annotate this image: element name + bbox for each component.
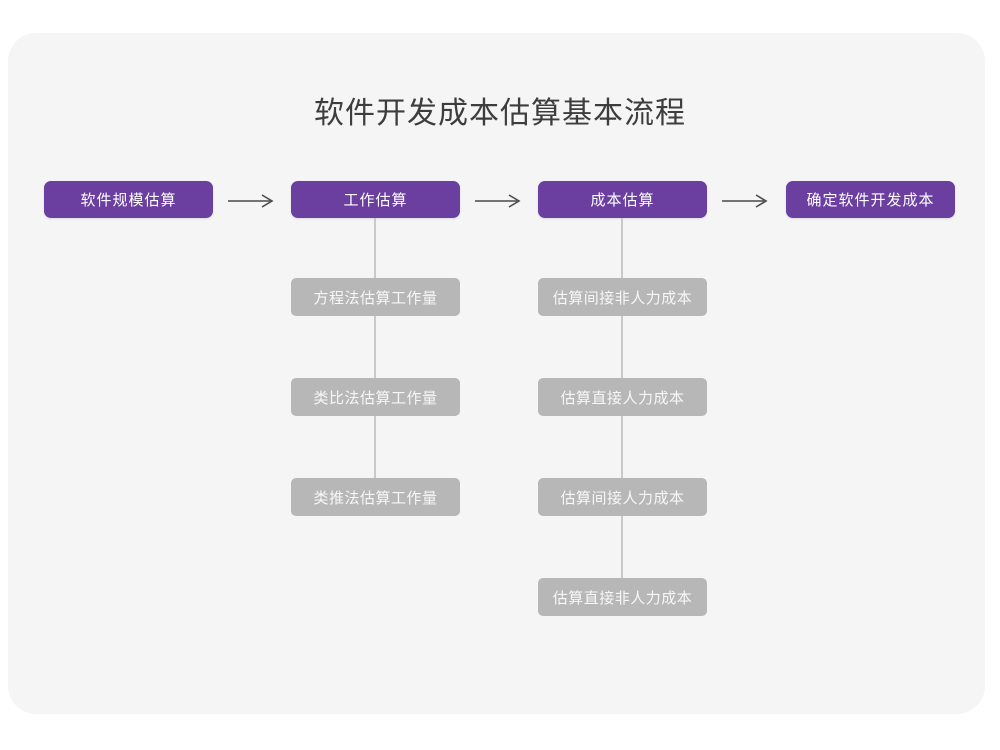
connector-branch2-seg1 (621, 218, 623, 278)
branch2-node-4-label: 估算直接非人力成本 (552, 589, 693, 607)
diagram-card (8, 33, 985, 714)
flow-node-step4-label: 确定软件开发成本 (806, 192, 935, 209)
branch1-node-3[interactable]: 类推法估算工作量 (291, 478, 460, 516)
arrow-right-icon-2 (473, 186, 525, 216)
branch2-node-2-label: 估算直接人力成本 (560, 389, 685, 407)
connector-branch1-seg1 (374, 218, 376, 278)
branch2-node-1-label: 估算间接非人力成本 (552, 289, 693, 307)
branch2-node-2[interactable]: 估算直接人力成本 (538, 378, 707, 416)
connector-branch2-seg2 (621, 316, 623, 378)
arrow-right-icon-3 (720, 186, 772, 216)
connector-branch2-seg3 (621, 416, 623, 478)
connector-branch1-seg3 (374, 416, 376, 478)
flow-node-step1-label: 软件规模估算 (80, 192, 177, 209)
branch2-node-3-label: 估算间接人力成本 (560, 489, 685, 507)
flow-node-step3[interactable]: 成本估算 (538, 181, 707, 218)
branch2-node-3[interactable]: 估算间接人力成本 (538, 478, 707, 516)
branch2-node-4[interactable]: 估算直接非人力成本 (538, 578, 707, 616)
flow-node-step2[interactable]: 工作估算 (291, 181, 460, 218)
branch2-node-1[interactable]: 估算间接非人力成本 (538, 278, 707, 316)
flow-node-step2-label: 工作估算 (343, 192, 408, 209)
arrow-right-icon-1 (226, 186, 278, 216)
page-title: 软件开发成本估算基本流程 (314, 97, 686, 130)
flow-node-step4[interactable]: 确定软件开发成本 (786, 181, 955, 218)
branch1-node-3-label: 类推法估算工作量 (313, 489, 438, 507)
branch1-node-2-label: 类比法估算工作量 (313, 389, 438, 407)
branch1-node-1[interactable]: 方程法估算工作量 (291, 278, 460, 316)
branch1-node-1-label: 方程法估算工作量 (313, 289, 438, 307)
flow-node-step1[interactable]: 软件规模估算 (44, 181, 213, 218)
connector-branch1-seg2 (374, 316, 376, 378)
connector-branch2-seg4 (621, 516, 623, 578)
flow-node-step3-label: 成本估算 (590, 192, 655, 209)
branch1-node-2[interactable]: 类比法估算工作量 (291, 378, 460, 416)
